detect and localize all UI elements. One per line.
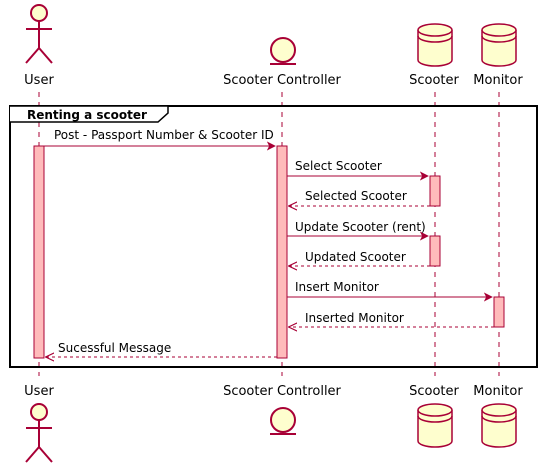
message-inserted-monitor: Inserted Monitor — [289, 311, 494, 327]
activation-scooter-update — [429, 235, 441, 267]
participant-scooter-controller-bottom: Scooter Controller — [223, 384, 342, 435]
participant-name: Monitor — [473, 73, 523, 88]
message-select-scooter: Select Scooter — [287, 159, 429, 181]
message-label: Post - Passport Number & Scooter ID — [54, 128, 274, 142]
group-frame-title: Renting a scooter — [27, 108, 147, 122]
entity-icon — [270, 37, 296, 65]
group-frame-tab — [10, 105, 169, 123]
participant-name: Monitor — [473, 384, 523, 399]
participant-monitor-top: Monitor — [473, 23, 523, 88]
message-label: Update Scooter (rent) — [295, 220, 426, 234]
database-icon — [481, 403, 517, 448]
participants-top: User Scooter Controller Scooter Monito — [24, 4, 523, 88]
participant-user-top: User — [24, 4, 54, 88]
actor-icon — [25, 403, 53, 463]
database-icon — [417, 23, 453, 67]
message-label: Sucessful Message — [58, 341, 171, 355]
participant-name: Scooter Controller — [223, 384, 341, 399]
message-label: Updated Scooter — [305, 250, 406, 264]
activation-user — [33, 145, 45, 359]
message-label: Select Scooter — [295, 159, 382, 173]
entity-icon — [270, 407, 296, 435]
activations — [33, 145, 505, 359]
actor-icon — [25, 4, 53, 64]
message-label: Inserted Monitor — [305, 311, 404, 325]
participants-bottom: User Scooter Controller Scooter — [24, 384, 523, 463]
participant-monitor-bottom: Monitor — [473, 384, 523, 448]
message-label: Insert Monitor — [295, 280, 379, 294]
activation-monitor — [493, 296, 505, 328]
participant-scooter-bottom: Scooter — [409, 384, 460, 448]
message-insert-monitor: Insert Monitor — [287, 280, 493, 302]
message-update-scooter: Update Scooter (rent) — [287, 220, 429, 241]
message-selected-scooter: Selected Scooter — [289, 189, 430, 206]
activation-scooter-select — [429, 175, 441, 207]
participant-name: Scooter Controller — [223, 73, 341, 88]
participant-name: Scooter — [409, 73, 459, 88]
message-label: Selected Scooter — [305, 189, 407, 203]
message-post-passport: Post - Passport Number & Scooter ID — [44, 128, 276, 151]
database-icon — [481, 23, 517, 67]
participant-name: User — [24, 384, 54, 399]
database-icon — [417, 403, 453, 448]
activation-scooter-controller — [276, 145, 288, 359]
messages: Post - Passport Number & Scooter ID Sele… — [44, 128, 494, 357]
participant-name: Scooter — [409, 384, 459, 399]
group-frame-border — [9, 105, 538, 368]
message-updated-scooter: Updated Scooter — [289, 250, 430, 266]
participant-scooter-top: Scooter — [409, 23, 460, 88]
participant-user-bottom: User — [24, 384, 54, 463]
participant-name: User — [24, 73, 54, 88]
message-successful: Sucessful Message — [46, 341, 277, 357]
group-frame: Renting a scooter — [9, 105, 538, 368]
participant-scooter-controller-top: Scooter Controller — [223, 37, 342, 88]
